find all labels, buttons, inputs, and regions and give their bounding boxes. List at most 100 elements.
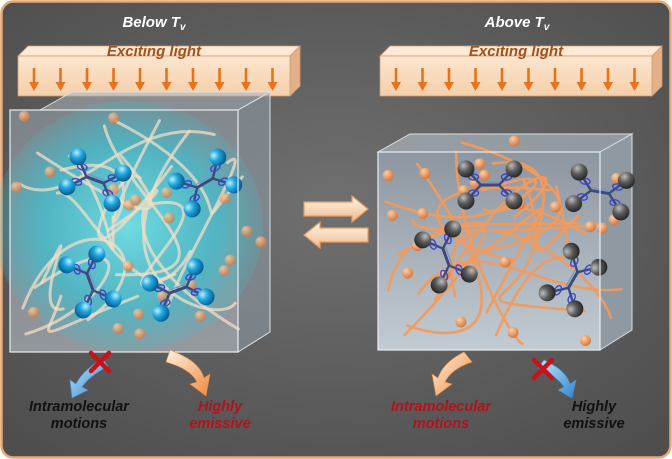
phenyl-ring — [103, 194, 121, 212]
right-header: Above Tv — [484, 14, 550, 33]
polymer-bead — [10, 181, 22, 193]
light-arrow-icon — [550, 68, 560, 91]
polymer-bead — [419, 167, 431, 179]
light-arrow-icon — [444, 68, 454, 91]
phenyl-ring — [414, 231, 432, 249]
polymer-bead — [382, 169, 394, 181]
polymer-bead — [417, 207, 429, 219]
equilibrium-arrows — [303, 194, 369, 250]
polymer-chain — [436, 186, 552, 262]
phenyl-ring — [566, 300, 584, 318]
right-emission-arrow-blocked — [531, 357, 577, 399]
phenyl-ring — [590, 258, 608, 276]
left-cube — [0, 91, 272, 353]
phenyl-ring — [141, 274, 159, 292]
polymer-chain — [450, 229, 613, 319]
phenyl-ring — [58, 178, 76, 196]
light-arrow-icon — [576, 68, 587, 91]
phenyl-ring — [612, 203, 630, 221]
polymer-bead — [224, 254, 236, 266]
polymer-bead — [455, 316, 467, 328]
left-header: Below Tv — [122, 14, 186, 33]
polymer-bead — [123, 199, 135, 211]
right-exciting-light-label: Exciting light — [468, 43, 564, 60]
polymer-bead — [474, 158, 486, 170]
molecule — [457, 160, 523, 210]
phenyl-ring — [505, 160, 523, 178]
polymer-bead — [596, 222, 608, 234]
polymer-bead — [108, 112, 120, 124]
light-arrow-icon — [470, 68, 481, 91]
polymer-bead — [44, 166, 56, 178]
left-emission-arrow — [165, 349, 211, 397]
reverse-arrow — [303, 220, 369, 250]
polymer-bead — [18, 110, 30, 122]
polymer-bead — [156, 290, 168, 302]
polymer-bead — [402, 267, 414, 279]
phenyl-ring — [69, 148, 87, 166]
polymer-chain — [102, 124, 181, 277]
molecule — [58, 148, 132, 212]
phenyl-ring — [617, 171, 635, 189]
polymer-chain — [454, 150, 524, 346]
phenyl-ring — [565, 195, 583, 213]
polymer-chain — [481, 177, 538, 213]
light-arrow-icon — [108, 68, 119, 91]
light-arrow-icon — [82, 68, 92, 91]
polymer-chain — [106, 188, 240, 331]
right-cube — [376, 133, 635, 351]
light-arrow-icon — [29, 68, 39, 91]
light-arrow-icon — [523, 68, 534, 91]
polymer-bead — [507, 326, 519, 338]
light-arrow-icon — [267, 68, 278, 91]
phenyl-ring — [505, 192, 523, 210]
molecule — [538, 242, 608, 318]
phenyl-ring — [167, 172, 185, 190]
polymer-bead — [386, 209, 398, 221]
polymer-chain — [491, 160, 580, 253]
polymer-bead — [194, 310, 206, 322]
phenyl-ring — [152, 304, 170, 322]
polymer-bead — [255, 236, 267, 248]
polymer-chain — [18, 130, 216, 192]
phenyl-ring — [457, 192, 475, 210]
phenyl-ring — [460, 265, 478, 283]
polymer-bead — [499, 256, 511, 268]
forward-arrow — [303, 194, 369, 224]
phenyl-ring — [114, 164, 132, 182]
phenyl-ring — [444, 220, 462, 238]
phenyl-ring — [562, 242, 580, 260]
light-arrow-icon — [135, 68, 145, 91]
molecule — [141, 258, 215, 322]
cross-icon — [88, 350, 112, 374]
phenyl-ring — [197, 288, 215, 306]
polymer-bead — [508, 135, 520, 147]
phenyl-ring — [430, 276, 448, 294]
right-exciting-light-bar — [379, 45, 663, 97]
light-arrow-icon — [391, 68, 401, 91]
emission-glow — [0, 101, 263, 351]
polymer-bead — [107, 183, 119, 195]
polymer-bead — [112, 322, 124, 334]
polymer-bead — [28, 306, 40, 318]
molecule — [58, 245, 122, 319]
light-arrow-icon — [161, 68, 172, 91]
phenyl-ring — [457, 160, 475, 178]
phenyl-ring — [58, 256, 76, 274]
polymer-bead — [122, 260, 134, 272]
molecule — [414, 220, 478, 294]
light-arrow-icon — [241, 68, 251, 91]
phenyl-ring — [186, 258, 204, 276]
molecule — [167, 148, 243, 218]
light-arrow-icon — [55, 68, 66, 91]
polymer-bead — [241, 225, 253, 237]
phenyl-ring — [104, 290, 122, 308]
polymer-chain — [47, 294, 140, 333]
light-arrow-icon — [497, 68, 507, 91]
phenyl-ring — [570, 163, 588, 181]
left-exciting-light-label: Exciting light — [106, 43, 202, 60]
